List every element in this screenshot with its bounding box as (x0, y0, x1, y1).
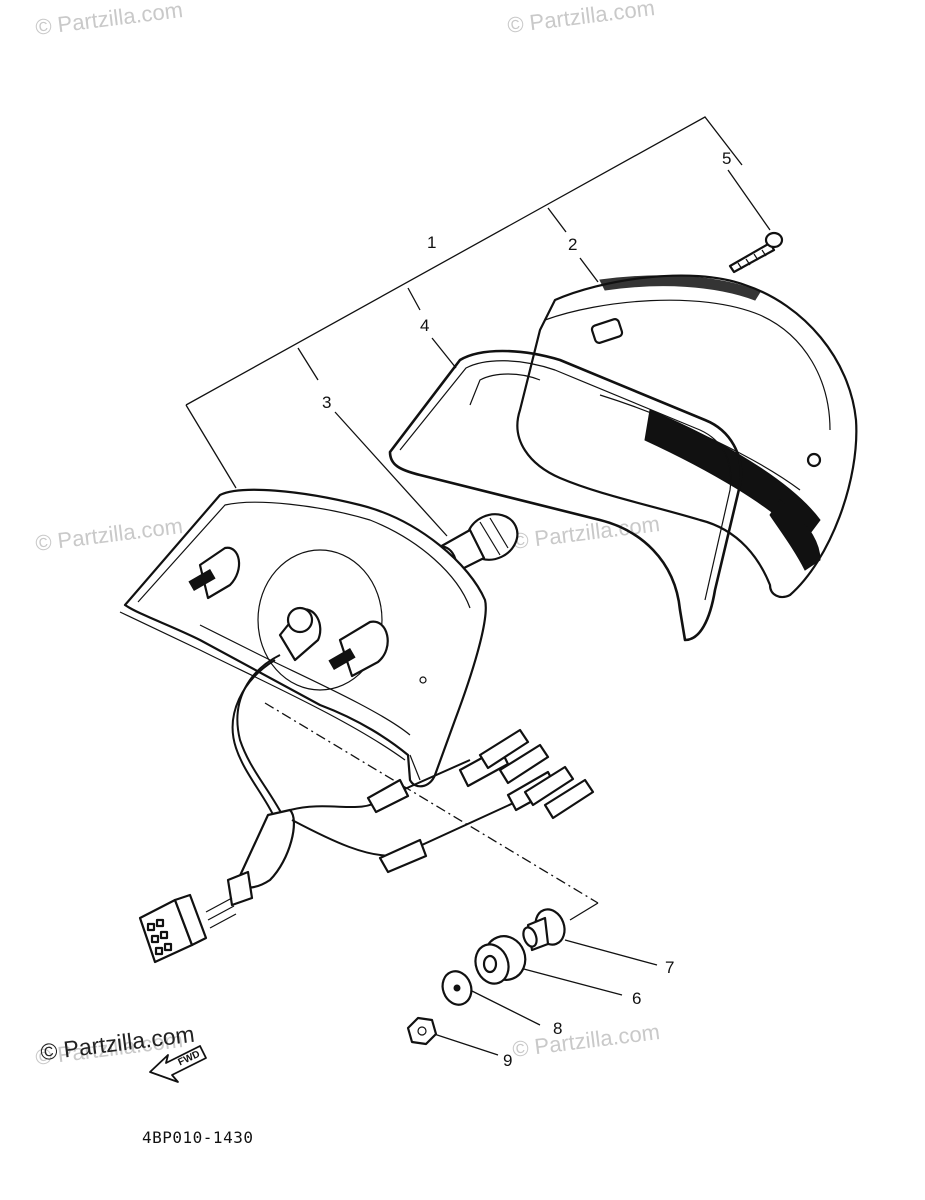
gasket-part (388, 349, 743, 642)
callout-8: 8 (553, 1019, 562, 1038)
wiring-harness (138, 654, 595, 964)
callout-9: 9 (503, 1051, 512, 1070)
screw-part (728, 231, 784, 274)
lens-part (516, 274, 858, 599)
hardware-parts (406, 908, 566, 1046)
callout-5: 5 (722, 149, 731, 168)
callout-7: 7 (665, 958, 674, 977)
diagram-code: 4BP010-1430 (142, 1128, 254, 1147)
fwd-arrow-icon: FWD (149, 1045, 207, 1083)
callout-4: 4 (420, 316, 429, 335)
leader-lines (185, 116, 771, 1056)
callout-2: 2 (568, 235, 577, 254)
callout-6: 6 (632, 989, 641, 1008)
callout-1: 1 (427, 233, 436, 252)
callout-3: 3 (322, 393, 331, 412)
housing-part (119, 488, 487, 788)
